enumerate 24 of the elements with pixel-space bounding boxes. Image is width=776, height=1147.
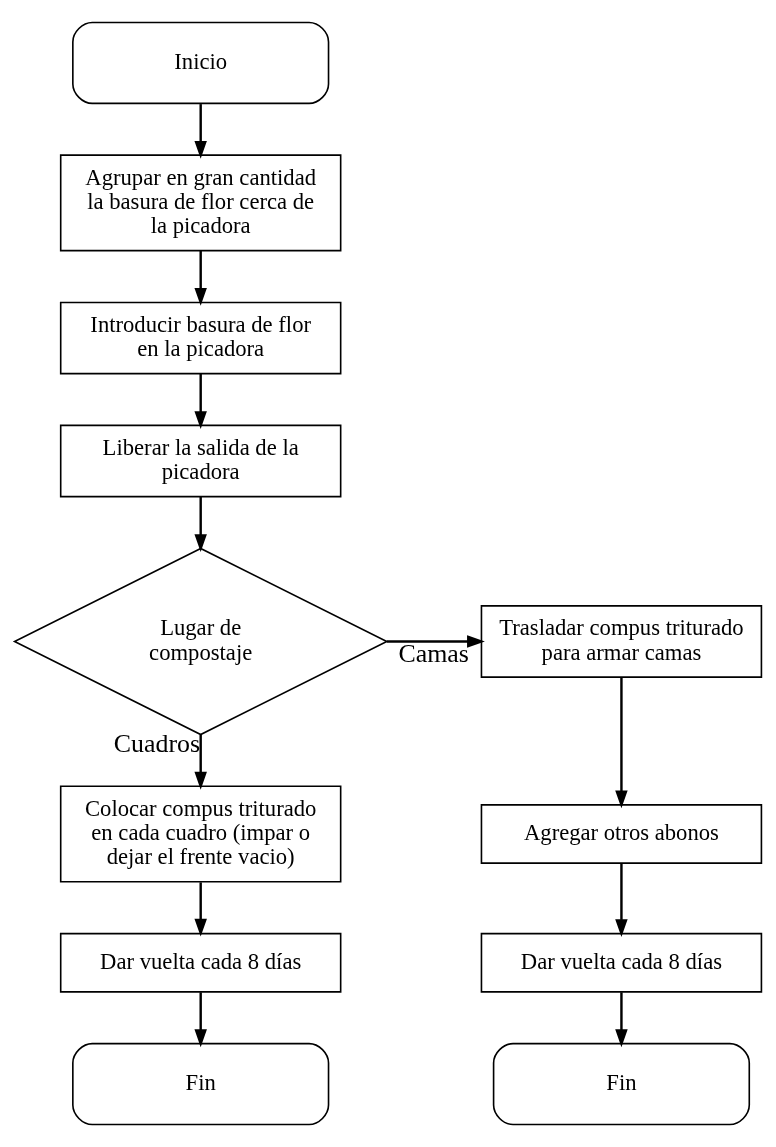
edge-label: Camas [398,639,469,669]
arrow [615,863,628,937]
node-box: Fin [72,1042,330,1126]
arrow [386,635,485,648]
arrow [615,677,628,809]
arrow [615,992,628,1048]
node-box: Dar vuelta cada 8 días [59,932,342,993]
node-box: Colocar compus triturado en cada cuadro (impar o dejar el frente vacio) [59,785,342,883]
node-diamond: Lugar de compostaje [12,547,389,736]
arrow [194,882,207,937]
node-box: Liberar la salida de la picadora [59,424,342,498]
node-box: Agregar otros abonos [480,804,763,864]
arrow [194,104,207,159]
arrow [194,373,207,429]
arrow [194,496,207,552]
arrow [194,250,207,306]
node-box: Inicio [72,21,330,105]
node-box: Trasladar compus triturado para armar camas [480,605,763,678]
node-box: Fin [492,1042,751,1126]
node-box: Agrupar en gran cantidad la basura de flor cerca de la picadora [59,154,342,252]
node-box: Dar vuelta cada 8 días [480,932,763,993]
arrow [194,992,207,1048]
arrow [194,735,207,790]
node-box: Introducir basura de flor en la picadora [59,301,342,375]
